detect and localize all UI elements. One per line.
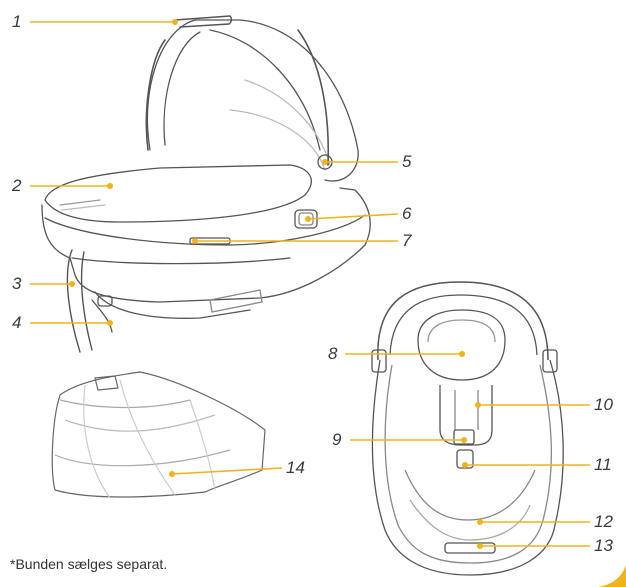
callout-line-6 — [307, 213, 399, 220]
cover-drawing — [51, 371, 266, 499]
apron-cover — [44, 164, 312, 223]
callout-dots — [69, 19, 483, 549]
headrest — [417, 309, 506, 381]
corner-accent — [598, 565, 626, 587]
label-2: 2 — [12, 176, 22, 195]
label-11: 11 — [594, 455, 612, 474]
footnote-text: *Bunden sælges separat. — [10, 556, 168, 572]
label-5: 5 — [402, 152, 412, 171]
carrycot-drawing — [41, 15, 371, 353]
label-4: 4 — [12, 313, 22, 332]
label-12: 12 — [594, 512, 613, 531]
callout-line-14 — [171, 467, 283, 475]
label-14: 14 — [286, 458, 305, 477]
topview-handle — [377, 281, 549, 361]
label-10: 10 — [594, 395, 613, 414]
label-6: 6 — [402, 204, 412, 223]
carry-handle — [145, 39, 166, 151]
topview-drawing — [371, 281, 564, 576]
label-1: 1 — [12, 12, 22, 31]
callout-lines — [30, 21, 590, 547]
label-3: 3 — [12, 274, 22, 293]
canopy-hood — [146, 19, 359, 182]
label-8: 8 — [328, 344, 338, 363]
label-7: 7 — [402, 231, 412, 250]
label-9: 9 — [332, 430, 342, 449]
carrycot-stand — [66, 249, 93, 353]
carrycot-body — [41, 187, 371, 303]
label-13: 13 — [594, 536, 613, 555]
